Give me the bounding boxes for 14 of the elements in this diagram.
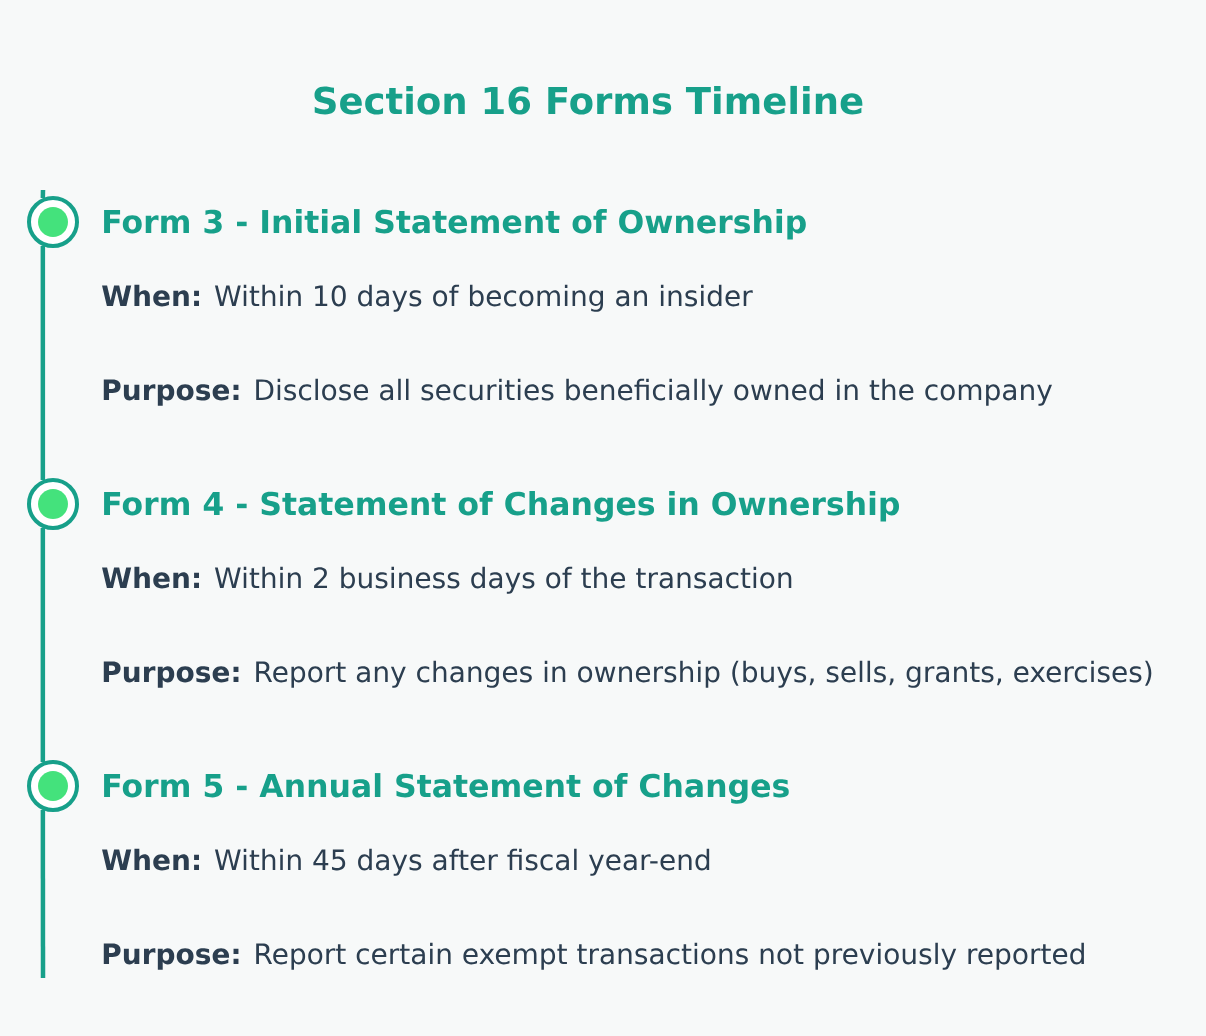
timeline-line bbox=[40, 245, 46, 481]
title: Section 16 Forms Timeline bbox=[314, 85, 863, 115]
description-text: Purpose: Report any changes in ownership (buys, sells, grants, exercises) bbox=[103, 660, 1152, 688]
description-text: When: Within 10 days of becoming an insider bbox=[102, 284, 753, 312]
form-heading: Form 4 - Statement of Changes in Ownership bbox=[104, 491, 899, 522]
description-text: Purpose: Disclose all securities beneficially owned in the company bbox=[103, 378, 1052, 406]
form-heading: Form 3 - Initial Statement of Ownership bbox=[104, 209, 806, 240]
timeline-line bbox=[40, 527, 46, 763]
timeline-line bbox=[40, 189, 46, 199]
description-text: Purpose: Report certain exempt transactions not previously reported bbox=[103, 942, 1084, 970]
description-text: When: Within 45 days after fiscal year-end bbox=[102, 848, 710, 876]
timeline-line bbox=[40, 809, 46, 978]
description-text: When: Within 2 business days of the transaction bbox=[102, 566, 792, 594]
form-heading: Form 5 - Annual Statement of Changes bbox=[104, 773, 789, 804]
